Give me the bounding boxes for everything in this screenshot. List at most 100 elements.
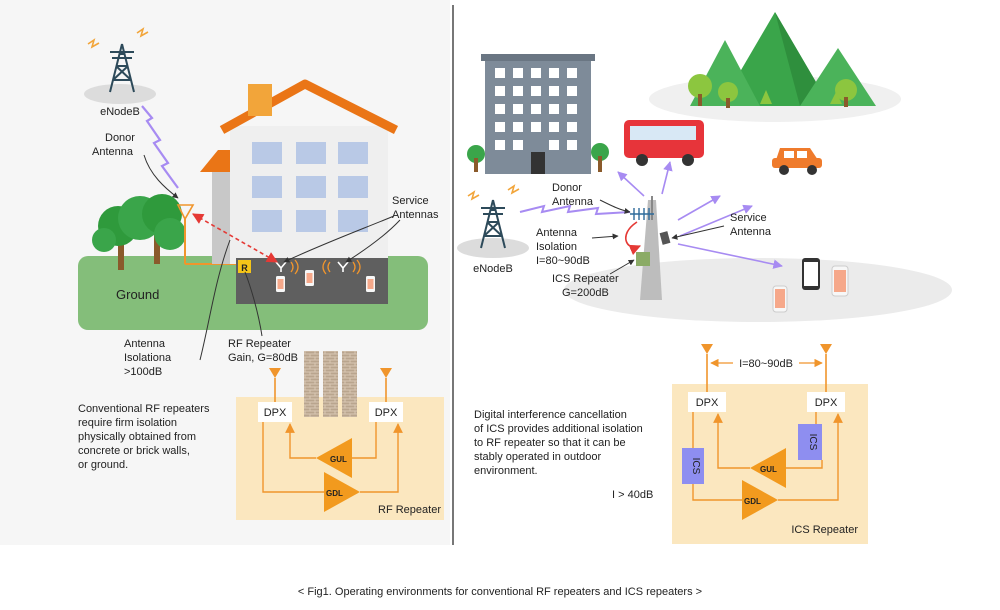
service-antennas-pointer-1: [283, 215, 395, 263]
service-antenna-right-label: Service Antenna: [730, 212, 772, 238]
service-antennas-label: Service Antennas: [392, 195, 439, 221]
dpx-box-right: [369, 402, 403, 422]
figure-caption: < Fig1. Operating environments for conve…: [298, 586, 702, 598]
left-description-line-2: require firm isolation: [78, 417, 177, 429]
right-description: Digital interference cancellation of ICS…: [474, 409, 646, 477]
antenna-icon: [701, 344, 713, 354]
ground-label: Ground: [116, 287, 159, 302]
ics-repeater-diagram-title: ICS Repeater: [791, 524, 858, 536]
service-antenna-icon: [275, 261, 349, 272]
left-description-line-3: physically obtained from: [78, 431, 196, 443]
brick-wall: [342, 351, 357, 417]
rf-repeater-gain-label: RF Repeater Gain, G=80dB: [228, 338, 298, 364]
bus-icon: [624, 120, 704, 166]
brick-wall: [323, 351, 338, 417]
dpx-left-label: DPX: [696, 397, 719, 409]
repeater-badge-label: R: [241, 263, 248, 273]
repeater-pole: [625, 196, 671, 300]
enodeb-left: eNodeB: [84, 27, 156, 118]
ics-repeater-right-line-2: G=200dB: [562, 287, 609, 299]
rf-repeater-gain-line-1: RF Repeater: [228, 338, 291, 350]
right-description-line-1: Digital interference cancellation: [474, 409, 627, 421]
antenna-isolation-left-line-3: >100dB: [124, 366, 162, 378]
repeater-badge: [238, 260, 251, 273]
antenna-isolation-right-line-3: I=80~90dB: [536, 255, 590, 267]
left-description-line-4: concrete or brick walls,: [78, 445, 190, 457]
feedback-path-left: [192, 213, 278, 263]
dpx-left-label: DPX: [264, 407, 287, 419]
ics-block-right: [798, 424, 822, 460]
gdl-right-label: GDL: [744, 497, 761, 506]
donor-antenna-left-line-2: Antenna: [92, 146, 134, 158]
gdl-amplifier: [742, 480, 778, 520]
antenna-icon: [820, 344, 832, 354]
dpx-box-right: [807, 392, 845, 412]
service-antennas-line-2: Antennas: [392, 209, 439, 221]
antenna-isolation-right-line-2: Isolation: [536, 241, 577, 253]
enodeb-left-label: eNodeB: [100, 106, 140, 118]
service-signal-links: [617, 161, 783, 269]
tree-cluster-left: [92, 194, 186, 270]
donor-antenna-left-label: Donor Antenna: [92, 132, 138, 158]
gul-amplifier: [750, 448, 786, 488]
antenna-icon: [380, 368, 392, 378]
lightning-icon: [467, 184, 520, 201]
service-antennas-pointer-2: [345, 219, 401, 263]
tree-icon: [688, 74, 857, 108]
mountain-scene: [649, 12, 901, 122]
right-description-line-2: of ICS provides additional isolation: [474, 423, 643, 435]
gul-amplifier: [316, 438, 352, 478]
antenna-isolation-left-pointer: [199, 239, 231, 361]
antenna-isolation-right-line-1: Antenna: [536, 227, 578, 239]
service-antenna-right-line-2: Antenna: [730, 226, 772, 238]
donor-antenna-right-label: Donor Antenna: [552, 182, 594, 208]
gdl-left-label: GDL: [326, 489, 343, 498]
ics-signal-paths: [692, 412, 843, 501]
enodeb-right: eNodeB: [457, 184, 529, 275]
brick-wall: [304, 351, 319, 417]
antenna-isolation-left-label: Antenna Isolationa >100dB: [124, 338, 174, 378]
office-building: [467, 54, 609, 174]
isolation-value-label: I > 40dB: [612, 489, 653, 501]
right-description-line-5: environment.: [474, 465, 538, 477]
left-description-line-1: Conventional RF repeaters: [78, 403, 210, 415]
antenna-isolation-right-pointer: [591, 233, 619, 240]
right-panel: eNodeB: [457, 12, 952, 544]
ground-ellipse: [564, 258, 952, 322]
rf-repeater-diagram: DPX DPX GUL GDL RF Repeater: [236, 351, 444, 520]
feedback-path-right: [625, 221, 642, 256]
ics-repeater-diagram: I=80~90dB DPX DPX ICS ICS GUL GDL: [672, 344, 868, 544]
ics-block-left-label: ICS: [690, 458, 701, 475]
donor-antenna-right-line-2: Antenna: [552, 196, 594, 208]
rf-repeater-gain-pointer: [244, 271, 263, 337]
enodeb-right-label: eNodeB: [473, 263, 513, 275]
rf-signal-paths: [262, 422, 403, 493]
donor-antenna-right-pointer: [599, 199, 631, 214]
service-antenna-right-pointer: [671, 225, 725, 240]
dpx-box-left: [688, 392, 726, 412]
left-description: Conventional RF repeaters require firm i…: [78, 403, 213, 471]
donor-antenna-left-line-1: Donor: [105, 132, 135, 144]
ics-block-left: [682, 448, 704, 484]
isolation-dimension-label: I=80~90dB: [739, 358, 793, 370]
service-antenna-panel: [659, 231, 671, 245]
rf-repeater-diagram-title: RF Repeater: [378, 504, 441, 516]
donor-signal-link-right: [519, 204, 631, 216]
gul-left-label: GUL: [330, 455, 347, 464]
antenna-isolation-left-line-2: Isolationa: [124, 352, 172, 364]
phone-icon: [276, 270, 375, 292]
chimney: [248, 84, 272, 116]
lightning-icon: [87, 27, 149, 49]
ics-block-right-label: ICS: [807, 434, 818, 451]
donor-antenna-right-line-1: Donor: [552, 182, 582, 194]
donor-signal-link: [141, 105, 179, 189]
antenna-isolation-right-label: Antenna Isolation I=80~90dB: [536, 227, 590, 267]
building-windows: [495, 68, 577, 150]
car-icon: [772, 148, 822, 175]
donor-antenna-left-pointer: [143, 154, 179, 199]
phone-icon: [772, 258, 849, 313]
right-description-line-3: to RF repeater so that it can be: [474, 437, 626, 449]
left-description-line-5: or ground.: [78, 459, 128, 471]
cell-tower-icon: [109, 43, 135, 93]
ics-repeater-right-label: ICS Repeater G=200dB: [552, 273, 622, 299]
